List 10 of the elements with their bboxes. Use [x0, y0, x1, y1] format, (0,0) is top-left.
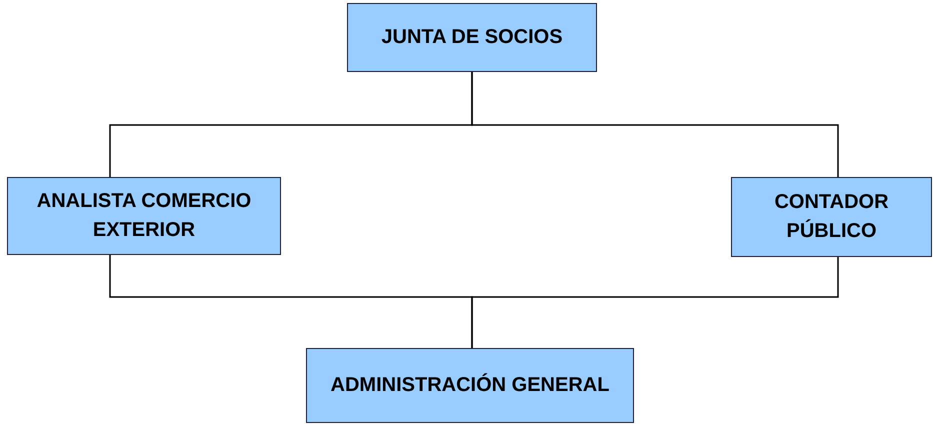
org-box: [7, 177, 281, 255]
box-label: ANALISTA COMERCIO EXTERIOR: [36, 189, 252, 243]
org-box: [347, 3, 597, 72]
box-label: ADMINISTRACIÓN GENERAL: [330, 372, 610, 398]
box-label: JUNTA DE SOCIOS: [380, 25, 564, 50]
box-label: CONTADOR PÚBLICO: [773, 190, 890, 244]
org-box: [731, 177, 932, 257]
connector-line: [471, 257, 839, 348]
connector-line: [471, 72, 839, 177]
org-box: [306, 348, 634, 423]
